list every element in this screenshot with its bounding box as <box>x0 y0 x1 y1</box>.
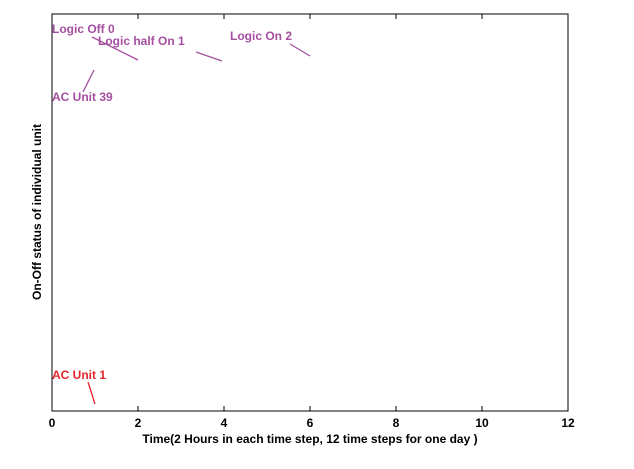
x-axis-title: Time(2 Hours in each time step, 12 time … <box>142 432 477 446</box>
x-tick-label: 2 <box>135 416 142 430</box>
x-tick-label: 10 <box>475 416 489 430</box>
annotation-logic-off: Logic Off 0 <box>52 22 115 36</box>
x-tick-label: 0 <box>49 416 56 430</box>
x-tick-label: 12 <box>561 416 575 430</box>
x-tick-label: 4 <box>221 416 228 430</box>
arrow-ac-unit-39 <box>82 69 95 93</box>
arrow-logic-on <box>289 43 311 57</box>
annotation-logic-on: Logic On 2 <box>230 29 292 43</box>
arrow-logic-half-on <box>195 51 223 62</box>
x-tick-label: 8 <box>393 416 400 430</box>
y-axis-title: On-Off status of individual unit <box>30 124 44 300</box>
annotations-layer: Logic Off 0 Logic half On 1 Logic On 2 A… <box>52 22 311 405</box>
x-tick-label: 6 <box>307 416 314 430</box>
x-ticks: 0 2 4 6 8 10 12 <box>49 14 575 430</box>
arrow-logic-off <box>91 36 139 61</box>
annotation-ac-unit-1: AC Unit 1 <box>52 368 106 382</box>
annotation-arrows <box>82 36 311 405</box>
annotation-ac-unit-39: AC Unit 39 <box>52 90 113 104</box>
annotation-logic-half-on: Logic half On 1 <box>98 34 185 48</box>
arrow-ac-unit-1 <box>87 381 96 405</box>
